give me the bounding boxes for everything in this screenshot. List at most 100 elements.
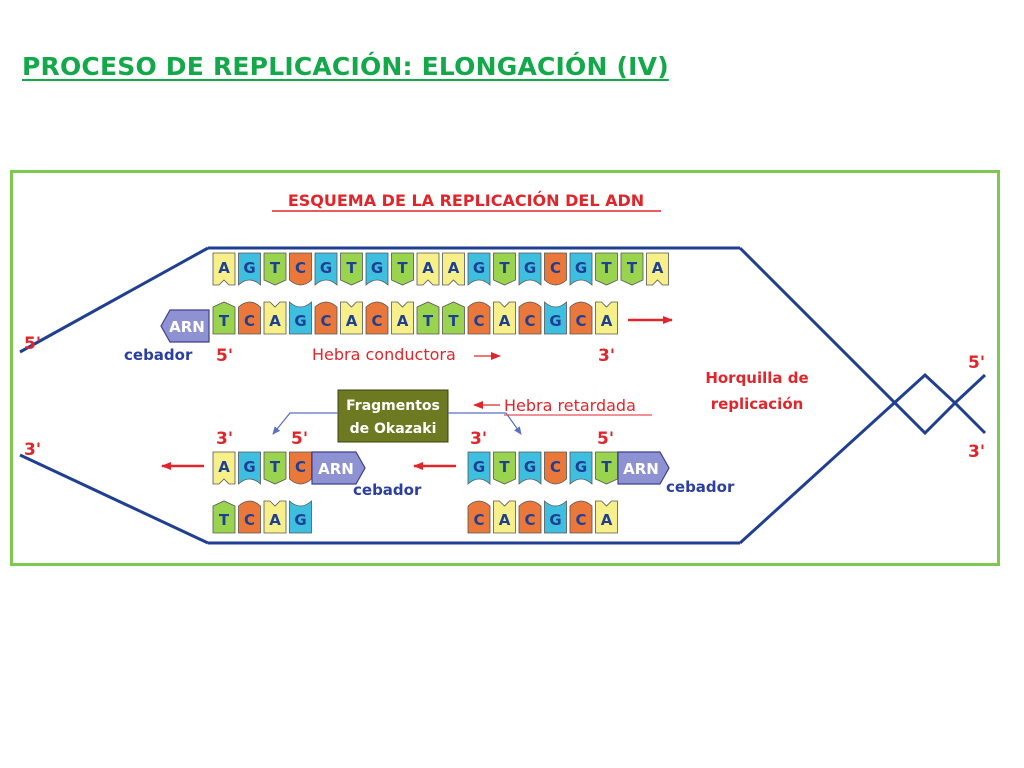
lag-b-template-base-letter: G bbox=[473, 458, 485, 476]
primer-caption-leading: cebador bbox=[124, 346, 193, 364]
top-template-base-letter: G bbox=[371, 259, 383, 277]
top-template-nucleotide-A: A bbox=[442, 252, 465, 286]
top-template-base-letter: A bbox=[652, 259, 664, 277]
leading-nucleotide-T: T bbox=[442, 301, 465, 335]
lag-b-new-nucleotide-G: G bbox=[544, 500, 567, 534]
lag-a-new-base-letter: C bbox=[244, 511, 255, 529]
top-template-base-letter: T bbox=[346, 259, 357, 277]
top-template-nucleotide-A: A bbox=[646, 252, 669, 286]
top-template-nucleotide-A: A bbox=[212, 252, 236, 286]
lag-b-new-nucleotide-C: C bbox=[467, 500, 491, 534]
leading-nucleotide-C: C bbox=[569, 301, 593, 335]
lag-b-5prime-label: 5' bbox=[597, 429, 614, 449]
backbone-bottom-right bbox=[738, 372, 987, 545]
leading-base-letter: C bbox=[575, 312, 586, 330]
leading-strand-label: Hebra conductora bbox=[312, 345, 456, 364]
primer-lagging-a: ARN bbox=[311, 451, 366, 485]
lag-a-template-base-letter: C bbox=[295, 458, 306, 476]
lag-b-template-nucleotide-T: T bbox=[595, 451, 618, 485]
leading-base-letter: A bbox=[346, 312, 358, 330]
leading-base-letter: C bbox=[320, 312, 331, 330]
leading-base-letter: T bbox=[219, 312, 230, 330]
top-template-base-letter: T bbox=[270, 259, 281, 277]
top-template-nucleotide-C: C bbox=[289, 252, 312, 286]
leading-nucleotide-C: C bbox=[467, 301, 491, 335]
leading-nucleotide-G: G bbox=[289, 301, 312, 335]
top-template-base-letter: G bbox=[473, 259, 485, 277]
top-template-base-letter: T bbox=[601, 259, 612, 277]
top-template-base-letter: T bbox=[397, 259, 408, 277]
primer-caption-lagging-a: cebador bbox=[353, 481, 422, 499]
leading-base-letter: T bbox=[448, 312, 459, 330]
lag-a-new-nucleotide-A: A bbox=[263, 500, 287, 534]
right-top-5prime: 5' bbox=[968, 353, 985, 373]
top-template-nucleotide-G: G bbox=[314, 252, 338, 286]
lag-b-template-base-letter: T bbox=[601, 458, 612, 476]
lag-b-new-base-letter: A bbox=[601, 511, 613, 529]
leading-nucleotide-T: T bbox=[416, 301, 440, 335]
lag-a-3prime-label: 3' bbox=[216, 429, 233, 449]
replication-fork-label-line1: Horquilla de bbox=[705, 369, 808, 387]
lag-b-new-base-letter: G bbox=[549, 511, 561, 529]
backbone-bottom-left bbox=[19, 453, 209, 545]
top-template-nucleotide-T: T bbox=[493, 252, 516, 286]
lag-b-new-nucleotide-A: A bbox=[595, 500, 618, 534]
leading-nucleotide-G: G bbox=[544, 301, 567, 335]
top-template-nucleotide-C: C bbox=[544, 252, 567, 286]
leading-nucleotide-A: A bbox=[340, 301, 363, 335]
lag-a-new-base-letter: G bbox=[294, 511, 306, 529]
top-template-nucleotide-G: G bbox=[467, 252, 491, 286]
lag-b-new-base-letter: C bbox=[473, 511, 484, 529]
lag-b-new-base-letter: C bbox=[524, 511, 535, 529]
leading-base-letter: A bbox=[397, 312, 409, 330]
leading-base-letter: T bbox=[423, 312, 434, 330]
lag-a-template-nucleotide-G: G bbox=[238, 451, 261, 485]
lag-b-template-nucleotide-T: T bbox=[493, 451, 516, 485]
lag-a-template-nucleotide-A: A bbox=[212, 451, 236, 485]
top-template-nucleotide-T: T bbox=[340, 252, 363, 286]
top-template-base-letter: G bbox=[320, 259, 332, 277]
top-template-base-letter: T bbox=[499, 259, 510, 277]
top-template-base-letter: A bbox=[422, 259, 434, 277]
leading-base-letter: C bbox=[244, 312, 255, 330]
top-template-base-letter: A bbox=[218, 259, 230, 277]
leading-nucleotide-C: C bbox=[365, 301, 389, 335]
lag-b-new-nucleotide-C: C bbox=[569, 500, 593, 534]
okazaki-pointer-right bbox=[448, 412, 522, 435]
lag-b-new-nucleotide-A: A bbox=[493, 500, 516, 534]
primer-leading: ARN bbox=[160, 309, 210, 343]
lag-b-template-nucleotide-G: G bbox=[518, 451, 542, 485]
top-template-base-letter: C bbox=[295, 259, 306, 277]
top-template-nucleotide-G: G bbox=[238, 252, 261, 286]
leading-base-letter: G bbox=[294, 312, 306, 330]
okazaki-label-box: Fragmentos de Okazaki bbox=[337, 389, 449, 443]
leading-nucleotide-A: A bbox=[493, 301, 516, 335]
lag-a-new-base-letter: A bbox=[269, 511, 281, 529]
lag-b-template-base-letter: G bbox=[524, 458, 536, 476]
leading-base-letter: A bbox=[269, 312, 281, 330]
lagging-strand-label: Hebra retardada bbox=[504, 396, 636, 415]
top-template-nucleotide-T: T bbox=[263, 252, 287, 286]
okazaki-label-line2: de Okazaki bbox=[350, 421, 437, 437]
lag-a-5prime-label: 5' bbox=[291, 429, 308, 449]
left-top-5prime: 5' bbox=[24, 334, 41, 354]
leading-nucleotide-C: C bbox=[518, 301, 542, 335]
lag-a-template-base-letter: G bbox=[243, 458, 255, 476]
leading-base-letter: C bbox=[473, 312, 484, 330]
leading-5prime-label: 5' bbox=[216, 346, 233, 366]
primer-caption-lagging-b: cebador bbox=[666, 478, 735, 496]
lag-a-new-nucleotide-C: C bbox=[238, 500, 261, 534]
top-template-nucleotide-A: A bbox=[416, 252, 440, 286]
leading-3prime-label: 3' bbox=[598, 346, 615, 366]
lag-b-template-nucleotide-C: C bbox=[544, 451, 567, 485]
top-template-base-letter: T bbox=[627, 259, 638, 277]
leading-nucleotide-A: A bbox=[391, 301, 414, 335]
leading-nucleotide-C: C bbox=[238, 301, 261, 335]
top-template-nucleotide-G: G bbox=[569, 252, 593, 286]
primer-lagging-a-label: ARN bbox=[318, 460, 354, 478]
leading-nucleotide-A: A bbox=[595, 301, 618, 335]
